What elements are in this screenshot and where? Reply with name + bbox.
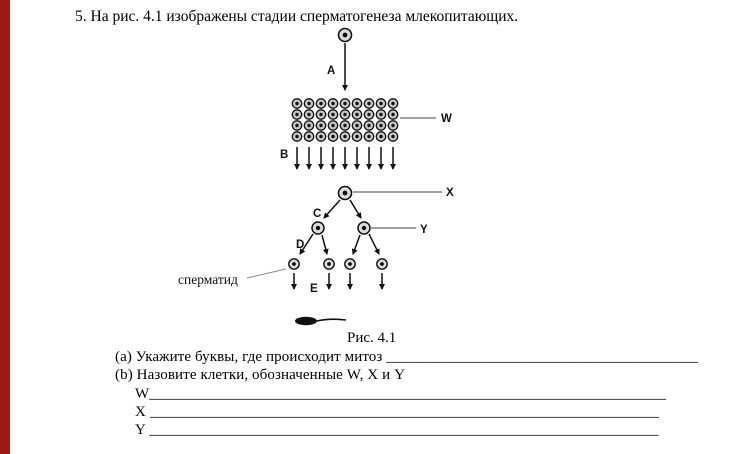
label-D: D — [296, 239, 304, 251]
label-W: W — [441, 113, 452, 125]
label-Y: Y — [420, 224, 428, 236]
spermatogonia-block — [291, 98, 399, 142]
secondary-spermatocyte-cells — [311, 221, 371, 235]
label-C: C — [313, 208, 321, 220]
figure-caption: Рис. 4.1 — [347, 330, 397, 346]
left-accent-bar — [0, 0, 10, 454]
spermatid-pointer-line — [246, 268, 287, 279]
arrows-C — [323, 199, 362, 219]
spermatogenesis-diagram: A W B X C — [178, 27, 454, 326]
spermatid-cells — [288, 258, 388, 270]
label-B: B — [280, 149, 288, 161]
question-title: 5. На рис. 4.1 изображены стадии спермат… — [75, 8, 519, 25]
answer-blank-y: Y ______________________________________… — [135, 422, 659, 438]
label-X: X — [446, 187, 454, 199]
arrows-D — [299, 233, 380, 255]
question-a: (a) Укажите буквы, где происходит митоз … — [115, 349, 698, 365]
label-spermatid: сперматид — [178, 272, 238, 287]
answer-blank-x: X ______________________________________… — [135, 404, 659, 420]
primary-spermatocyte-cell — [337, 185, 353, 201]
label-E: E — [310, 283, 318, 295]
question-b: (b) Назовите клетки, обозначенные W, X и… — [115, 367, 405, 383]
arrows-B — [294, 147, 396, 170]
arrows-E — [291, 273, 385, 290]
spermatogonium-cell — [337, 27, 353, 43]
label-A: A — [327, 65, 335, 77]
sperm-cell — [295, 316, 347, 326]
answer-blank-w: W_______________________________________… — [135, 386, 667, 402]
